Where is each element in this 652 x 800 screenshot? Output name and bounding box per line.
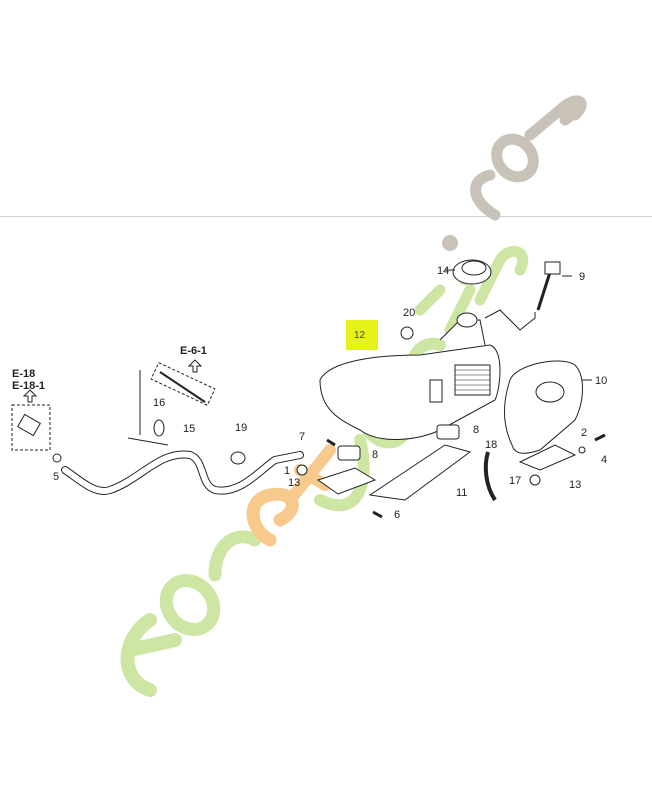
- ref-e6-1: E-6-1: [180, 345, 207, 357]
- brackets: [52, 326, 606, 519]
- callout-2[interactable]: 2: [581, 427, 588, 439]
- mounting-bolt: [139, 359, 216, 435]
- callout-19[interactable]: 19: [235, 422, 248, 434]
- highlighted-part-12[interactable]: 12: [346, 320, 378, 350]
- callout-14[interactable]: 14: [437, 265, 450, 277]
- horizontal-divider: [0, 216, 652, 217]
- ref-e18: E-18: [12, 368, 36, 380]
- tank-tray: [504, 360, 592, 454]
- callout-20[interactable]: 20: [403, 307, 416, 319]
- callout-6[interactable]: 6: [394, 509, 401, 521]
- callout-18[interactable]: 18: [485, 439, 498, 451]
- fuel-hose: [61, 450, 304, 495]
- callout-8a[interactable]: 8: [372, 449, 379, 461]
- callout-11[interactable]: 11: [456, 487, 468, 499]
- fuel-cap: [445, 259, 492, 285]
- callout-7[interactable]: 7: [299, 431, 306, 443]
- callout-4[interactable]: 4: [601, 454, 608, 466]
- fuel-filter: [11, 389, 51, 451]
- callout-9[interactable]: 9: [579, 271, 586, 283]
- ref-e18-1: E-18-1: [12, 380, 46, 392]
- fuel-tank: [319, 312, 501, 440]
- callout-13a[interactable]: 13: [288, 477, 301, 489]
- callout-15[interactable]: 15: [183, 423, 196, 435]
- fuel-gauge: [484, 261, 572, 331]
- hose-clamp: [127, 419, 169, 446]
- callout-17[interactable]: 17: [509, 475, 522, 487]
- hose-clip: [230, 451, 246, 465]
- callout-13b[interactable]: 13: [569, 479, 582, 491]
- callout-5[interactable]: 5: [53, 471, 60, 483]
- callout-10[interactable]: 10: [595, 375, 608, 387]
- callout-1[interactable]: 1: [284, 465, 291, 477]
- callout-16[interactable]: 16: [153, 397, 166, 409]
- callout-8b[interactable]: 8: [473, 424, 480, 436]
